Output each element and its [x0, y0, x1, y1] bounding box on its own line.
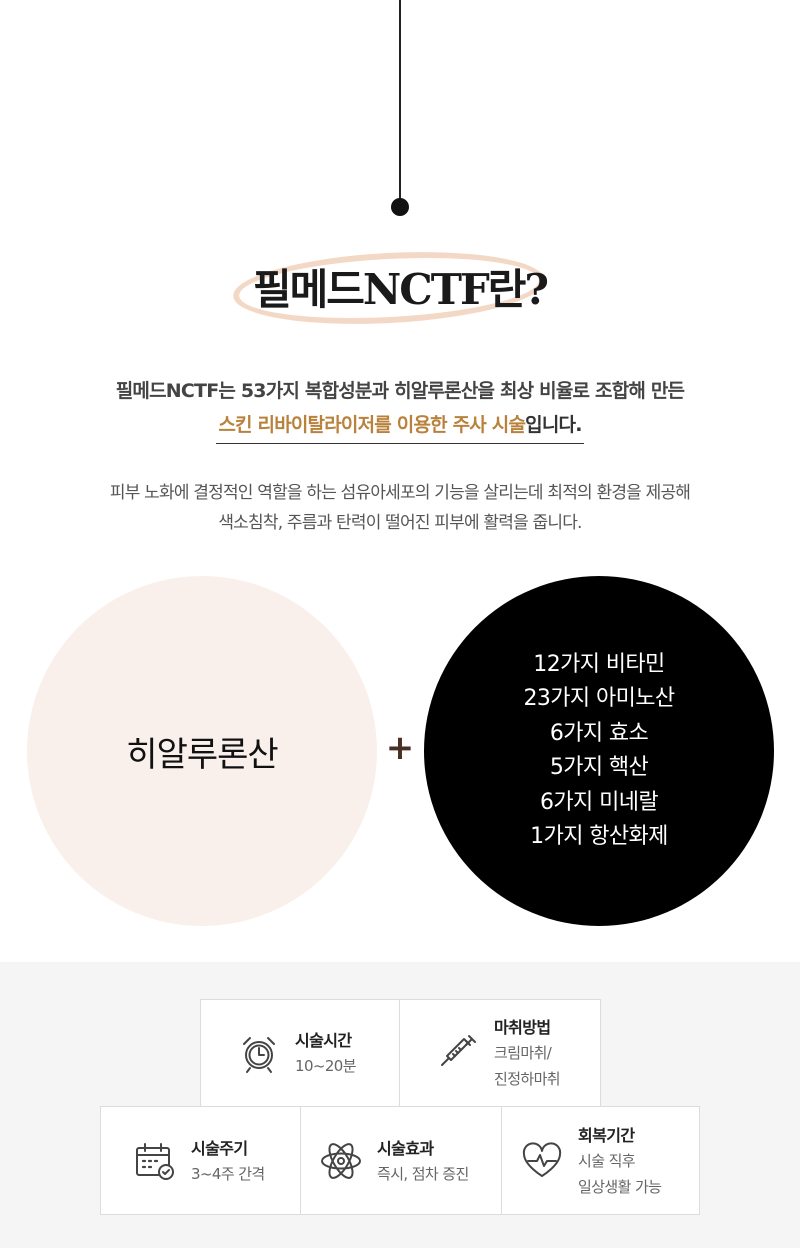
intro-line-1: 필메드NCTF는 53가지 복합성분과 히알루론산을 최상 비율로 조합해 만든 — [115, 380, 685, 402]
ingredient-item: 1가지 항산화제 — [530, 824, 668, 849]
plus-sign: + — [385, 728, 415, 768]
description-line: 피부 노화에 결정적인 역할을 하는 섬유아세포의 기능을 살리는데 최적의 환… — [109, 483, 691, 503]
card-detail: 10~20분 — [295, 1053, 357, 1079]
ingredients-list: 12가지 비타민 23가지 아미노산 6가지 효소 5가지 핵산 6가지 미네랄… — [523, 648, 675, 855]
card-title: 시술시간 — [295, 1031, 352, 1050]
card-detail: 크림마취/ 진정하마취 — [494, 1040, 561, 1092]
hyaluronic-acid-circle: 히알루론산 — [27, 576, 377, 926]
description: 피부 노화에 결정적인 역할을 하는 섬유아세포의 기능을 살리는데 최적의 환… — [0, 478, 800, 538]
card-title: 시술효과 — [377, 1138, 434, 1158]
hyaluronic-acid-label: 히알루론산 — [126, 734, 278, 775]
card-detail: 시술 직후 일상생활 가능 — [578, 1148, 662, 1200]
line-end-dot — [391, 198, 409, 216]
ingredient-item: 6가지 미네랄 — [540, 789, 659, 815]
card-title: 시술주기 — [191, 1138, 248, 1158]
heart-pulse-icon — [520, 1139, 564, 1183]
info-card-recovery: 회복기간 시술 직후 일상생활 가능 — [501, 1106, 700, 1215]
ingredient-item: 23가지 아미노산 — [523, 686, 675, 711]
info-card-duration: 시술시간 10~20분 — [200, 999, 400, 1107]
info-card-cycle: 시술주기 3~4주 간격 — [100, 1106, 301, 1215]
card-title: 마취방법 — [494, 1018, 551, 1037]
ingredient-item: 6가지 효소 — [549, 720, 649, 746]
alarm-clock-icon — [237, 1031, 281, 1075]
card-detail: 3~4주 간격 — [191, 1161, 265, 1187]
card-detail-line: 즉시, 점차 증진 — [377, 1164, 469, 1183]
card-detail: 즉시, 점차 증진 — [377, 1161, 469, 1187]
ingredient-item: 12가지 비타민 — [533, 651, 665, 677]
ingredients-circle: 12가지 비타민 23가지 아미노산 6가지 효소 5가지 핵산 6가지 미네랄… — [424, 576, 774, 926]
intro-tail: 입니다. — [525, 414, 582, 436]
card-detail-line: 3~4주 간격 — [191, 1164, 265, 1183]
description-line: 색소침착, 주름과 탄력이 떨어진 피부에 활력을 줍니다. — [218, 513, 582, 533]
intro-underline: 스킨 리바이탈라이저를 이용한 주사 시술입니다. — [216, 410, 584, 444]
ingredient-item: 5가지 핵산 — [549, 755, 649, 780]
card-detail-line: 10~20분 — [295, 1057, 357, 1075]
card-detail-line: 일상생활 가능 — [578, 1177, 662, 1196]
card-title: 회복기간 — [578, 1125, 635, 1145]
card-detail-line: 진정하마취 — [494, 1070, 561, 1088]
intro-highlight: 스킨 리바이탈라이저를 이용한 주사 시술 — [218, 414, 526, 436]
card-detail-line: 크림마취/ — [494, 1044, 552, 1062]
info-card-effect: 시술효과 즉시, 점차 증진 — [300, 1106, 502, 1215]
intro-line-2: 스킨 리바이탈라이저를 이용한 주사 시술입니다. — [0, 410, 800, 444]
atom-icon — [319, 1139, 363, 1183]
page-title: 필메드NCTF란? — [252, 265, 549, 314]
calendar-check-icon — [133, 1139, 177, 1183]
vertical-line — [399, 0, 401, 200]
info-card-anesthesia: 마취방법 크림마취/ 진정하마취 — [399, 999, 601, 1107]
syringe-icon — [436, 1031, 480, 1075]
card-detail-line: 시술 직후 — [578, 1151, 636, 1170]
